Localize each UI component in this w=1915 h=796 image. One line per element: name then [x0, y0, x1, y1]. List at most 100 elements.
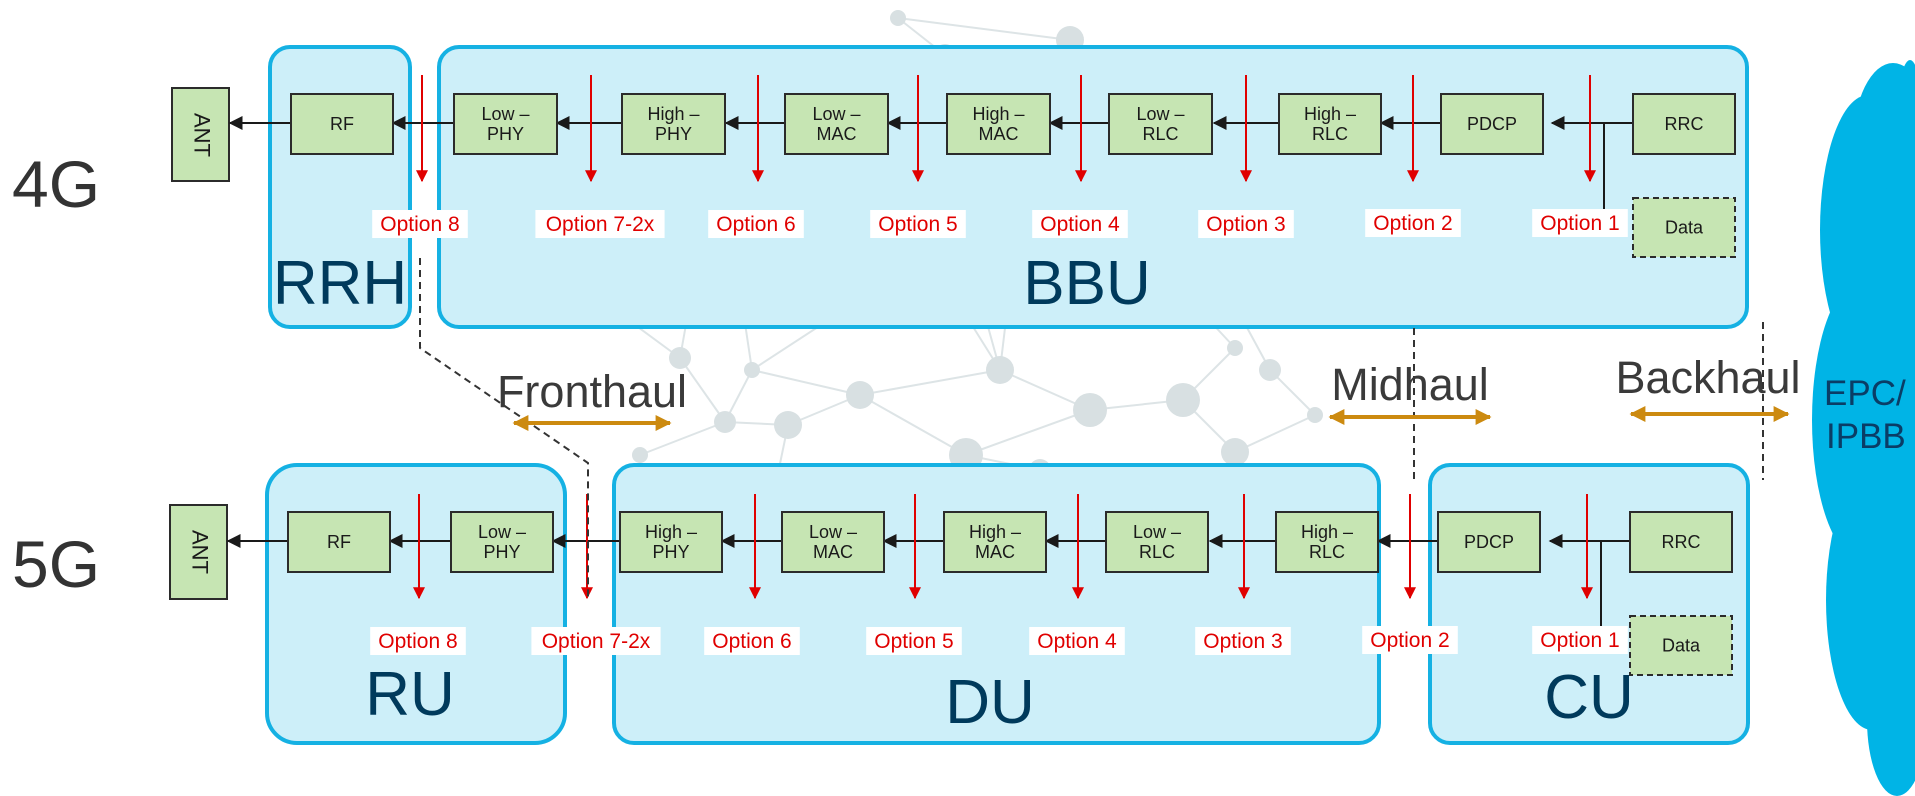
block-label-rrc: RRC [1665, 114, 1704, 134]
group-title-ru: RU [365, 660, 455, 729]
split-label: Option 5 [878, 213, 957, 236]
split-label: Option 4 [1040, 213, 1120, 236]
block-low-rlc: Low –RLC [1105, 511, 1209, 573]
split-label-background [1195, 627, 1291, 655]
antenna-4g: ANT [171, 87, 230, 182]
block-label-high-rlc: RLC [1309, 542, 1345, 562]
transport-fronthaul: Fronthaul [497, 366, 687, 431]
block-label-high-phy: PHY [655, 124, 692, 144]
split-option-4: Option 4 [1032, 75, 1128, 238]
block-label-low-rlc: Low – [1136, 104, 1184, 124]
split-label: Option 7-2x [542, 630, 651, 653]
split-label: Option 6 [716, 213, 795, 236]
block-low-mac: Low –MAC [781, 511, 885, 573]
block-rrc: RRC [1632, 93, 1736, 155]
block-label-low-rlc: RLC [1139, 542, 1175, 562]
antenna-label-4g: ANT [190, 113, 215, 157]
split-label-background [870, 210, 966, 238]
block-label-high-rlc: High – [1304, 104, 1356, 124]
split-label: Option 2 [1370, 629, 1449, 652]
block-label-low-mac: MAC [813, 542, 853, 562]
split-option-2: Option 2 [1362, 494, 1458, 654]
block-label-low-mac: Low – [809, 522, 857, 542]
block-high-rlc: High –RLC [1275, 511, 1379, 573]
transport-backhaul: Backhaul [1615, 352, 1801, 422]
group-title-cu: CU [1544, 663, 1634, 732]
block-label-high-rlc: High – [1301, 522, 1353, 542]
block-high-phy: High –PHY [619, 511, 723, 573]
block-label-high-mac: MAC [979, 124, 1019, 144]
split-label-background [531, 627, 661, 655]
group-title-rrh: RRH [273, 249, 407, 318]
split-option-7-2x: Option 7-2x [535, 75, 665, 238]
split-label-background [1532, 626, 1628, 654]
split-option-3: Option 3 [1198, 75, 1294, 238]
split-boundary-lines [419, 258, 1764, 600]
split-option-1: Option 1 [1532, 75, 1628, 237]
block-low-rlc: Low –RLC [1108, 93, 1213, 155]
generation-label-4g: 4G [12, 147, 100, 221]
block-label-high-rlc: RLC [1312, 124, 1348, 144]
block-low-mac: Low –MAC [784, 93, 889, 155]
split-option-6: Option 6 [704, 494, 800, 655]
split-label: Option 1 [1540, 212, 1619, 235]
block-rf: RF [290, 93, 394, 155]
block-data: Data [1632, 197, 1736, 258]
backhaul-label: Backhaul [1615, 352, 1800, 403]
split-label-background [1365, 209, 1461, 237]
split-label-background [535, 210, 665, 238]
split-label: Option 2 [1373, 212, 1452, 235]
split-label-background [1029, 627, 1125, 655]
block-label-low-phy: PHY [487, 124, 524, 144]
block-label-data: Data [1665, 218, 1704, 238]
split-label-background [1362, 626, 1458, 654]
group-du: DU [612, 463, 1381, 745]
split-label: Option 3 [1203, 630, 1282, 653]
split-label-background [1032, 210, 1128, 238]
antenna-5g: ANT [169, 504, 228, 600]
block-label-high-mac: High – [972, 104, 1024, 124]
midhaul-label: Midhaul [1331, 359, 1489, 410]
split-option-2: Option 2 [1365, 75, 1461, 237]
split-option-5: Option 5 [870, 75, 966, 238]
split-label: Option 8 [378, 630, 457, 653]
group-bbu: BBU [437, 45, 1749, 329]
split-label: Option 1 [1540, 629, 1619, 652]
split-label-background [1532, 209, 1628, 237]
block-label-low-phy: Low – [481, 104, 529, 124]
block-label-low-rlc: Low – [1133, 522, 1181, 542]
block-label-pdcp: PDCP [1464, 532, 1514, 552]
block-label-low-phy: PHY [483, 542, 520, 562]
split-label: Option 6 [712, 630, 791, 653]
block-high-rlc: High –RLC [1278, 93, 1382, 155]
block-label-high-phy: High – [645, 522, 697, 542]
block-label-high-mac: High – [969, 522, 1021, 542]
split-label-background [704, 627, 800, 655]
block-data: Data [1629, 615, 1733, 676]
block-label-rf: RF [327, 532, 351, 552]
split-label: Option 3 [1206, 213, 1285, 236]
split-label-background [370, 627, 466, 655]
block-label-high-mac: MAC [975, 542, 1015, 562]
core-label-line1: EPC/ [1824, 374, 1906, 413]
split-option-6: Option 6 [708, 75, 804, 238]
split-option-8: Option 8 [372, 75, 468, 238]
split-option-3: Option 3 [1195, 494, 1291, 655]
block-label-rrc: RRC [1662, 532, 1701, 552]
generation-label-5g: 5G [12, 527, 100, 601]
core-network-cloud: EPC/ IPBB [1812, 60, 1915, 796]
group-title-du: DU [945, 668, 1035, 737]
block-high-mac: High –MAC [946, 93, 1051, 155]
split-label-background [866, 627, 962, 655]
split-label: Option 4 [1037, 630, 1117, 653]
antenna-label-5g: ANT [188, 530, 213, 574]
block-high-phy: High –PHY [621, 93, 726, 155]
group-rrh: RRH [268, 45, 412, 329]
block-label-high-phy: High – [647, 104, 699, 124]
group-title-bbu: BBU [1023, 249, 1150, 318]
transport-midhaul: Midhaul [1328, 359, 1492, 425]
